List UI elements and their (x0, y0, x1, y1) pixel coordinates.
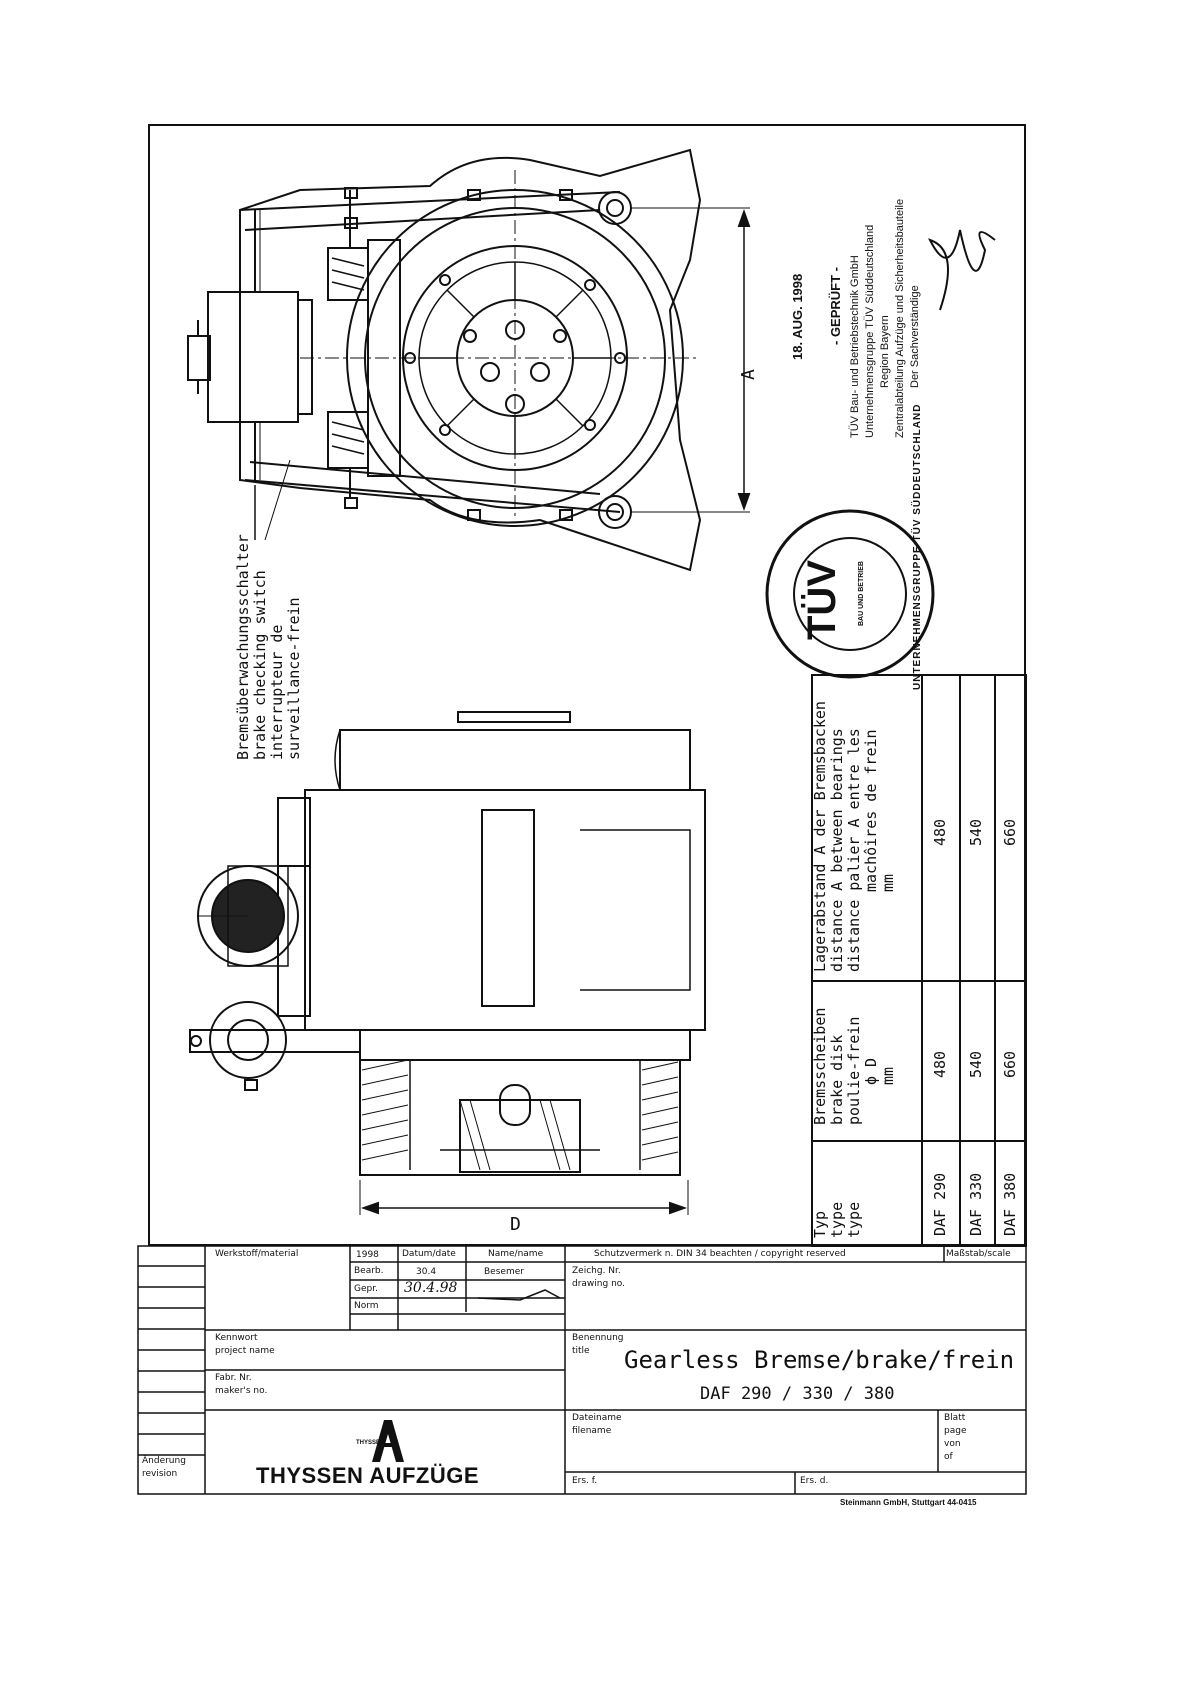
benennung-label: Benennung (572, 1333, 624, 1343)
gepr-date: 30.4.98 (404, 1280, 458, 1296)
approval-status: - GEPRÜFT - (828, 267, 843, 345)
switch-label-de: Bremsüberwachungsschalter (234, 534, 252, 760)
gepr-label: Gepr. (354, 1284, 378, 1294)
spec-header-type-1: Typ (811, 1210, 829, 1238)
tuv-stamp-small: BAU UND BETRIEB (858, 561, 865, 626)
bearb-label: Bearb. (354, 1266, 384, 1276)
tuv-stamp-ring: UNTERNEHMENSGRUPPE TÜV SÜDDEUTSCHLAND (912, 403, 923, 690)
spec-header-disk-2: brake disk (828, 1034, 846, 1125)
project-name-label: project name (215, 1346, 275, 1356)
year: 1998 (356, 1250, 379, 1260)
name-label: Name/name (488, 1249, 544, 1259)
revision-label: revision (142, 1469, 178, 1479)
spec-header-type-3: type (845, 1201, 863, 1238)
blatt-label: Blatt (944, 1413, 966, 1423)
fabr-label: Fabr. Nr. (215, 1373, 252, 1383)
bearb-date: 30.4 (416, 1267, 437, 1277)
ers-d-label: Ers. d. (800, 1476, 829, 1486)
approval-org2: Unternehmensgruppe TÜV Süddeutschland (864, 224, 876, 438)
tuv-stamp-center: TÜV (800, 560, 844, 640)
approval-org1: TÜV Bau- und Betriebstechnik GmbH (849, 255, 861, 438)
spec-row-distance: 660 (1001, 818, 1019, 846)
printer-note: Steinmann GmbH, Stuttgart 44-0415 (840, 1498, 977, 1507)
spec-header-disk-1: Bremsscheiben (811, 1007, 829, 1125)
spec-header-disk-4: ϕ D (862, 1057, 880, 1085)
makers-no-label: maker's no. (215, 1386, 268, 1396)
initials-signature (477, 1289, 561, 1301)
switch-label: Bremsüberwachungsschalter brake checking… (234, 534, 303, 760)
date-label: Datum/date (402, 1249, 456, 1259)
approval-org5: Der Sachverständige (909, 285, 921, 388)
spec-row-type: DAF 330 (967, 1172, 985, 1236)
spec-row-type: DAF 290 (931, 1172, 949, 1236)
ers-f-label: Ers. f. (572, 1476, 598, 1486)
spec-row-disk: 540 (967, 1050, 985, 1078)
approval-org-block: TÜV Bau- und Betriebstechnik GmbH Untern… (848, 199, 923, 438)
title-label: title (572, 1346, 590, 1356)
company-name: THYSSEN AUFZÜGE (256, 1463, 480, 1488)
drawing-no-label-de: Zeichg. Nr. (572, 1266, 621, 1276)
copyright-note: Schutzvermerk n. DIN 34 beachten / copyr… (594, 1249, 846, 1259)
of-label: of (944, 1452, 953, 1462)
dimension-a-label: A (738, 369, 759, 380)
spec-header-distance-3: distance palier A entre les (845, 728, 863, 972)
bearb-name: Besemer (484, 1267, 524, 1277)
aenderung-label: Änderung (142, 1456, 186, 1466)
approval-org3: Region Bayern (879, 315, 891, 388)
spec-row-disk: 660 (1001, 1050, 1019, 1078)
spec-row-distance: 540 (967, 818, 985, 846)
spec-header-distance-1: Lagerabstand A der Bremsbacken (811, 701, 829, 972)
spec-header-disk-3: poulie-frein (845, 1016, 863, 1125)
material-label: Werkstoff/material (215, 1249, 299, 1259)
spec-header-distance-4: machôires de frein (862, 729, 880, 892)
spec-row-disk: 480 (931, 1050, 949, 1078)
spec-row-distance: 480 (931, 818, 949, 846)
switch-label-en: brake checking switch (251, 570, 269, 760)
dimension-d-label: D (510, 1214, 521, 1235)
tuv-stamp (765, 509, 935, 679)
approval-date: 18. AUG. 1998 (790, 273, 805, 360)
filename-label: filename (572, 1426, 612, 1436)
dateiname-label: Dateiname (572, 1413, 622, 1423)
signature (928, 229, 996, 311)
von-label: von (944, 1439, 961, 1449)
switch-label-fr2: surveillance-frein (285, 597, 303, 760)
spec-header-disk-5: mm (879, 1066, 897, 1085)
spec-header-distance: Lagerabstand A der Bremsbacken distance … (811, 701, 897, 972)
spec-header-type-2: type (828, 1201, 846, 1238)
scale-label: Maßstab/scale (946, 1249, 1011, 1259)
logo-text: THYSSEN (356, 1440, 385, 1446)
norm-label: Norm (354, 1301, 379, 1311)
kennwort-label: Kennwort (215, 1333, 258, 1343)
switch-label-fr1: interrupteur de (268, 624, 286, 760)
spec-header-distance-5: mm (879, 873, 897, 892)
page-label: page (944, 1426, 967, 1436)
spec-header-distance-2: distance A between bearings (828, 728, 846, 972)
drawing-title: Gearless Bremse/brake/frein (624, 1346, 1015, 1374)
approval-org4: Zentralabteilung Aufzüge und Sicherheits… (894, 198, 906, 438)
drawing-subtitle: DAF 290 / 330 / 380 (700, 1384, 895, 1404)
spec-row-type: DAF 380 (1001, 1172, 1019, 1236)
spec-header-disk: Bremsscheiben brake disk poulie-frein ϕ … (811, 1007, 897, 1125)
thyssen-logo (372, 1420, 404, 1462)
spec-header-type: Typ type type (811, 1201, 863, 1238)
drawing-no-label-en: drawing no. (572, 1279, 625, 1289)
